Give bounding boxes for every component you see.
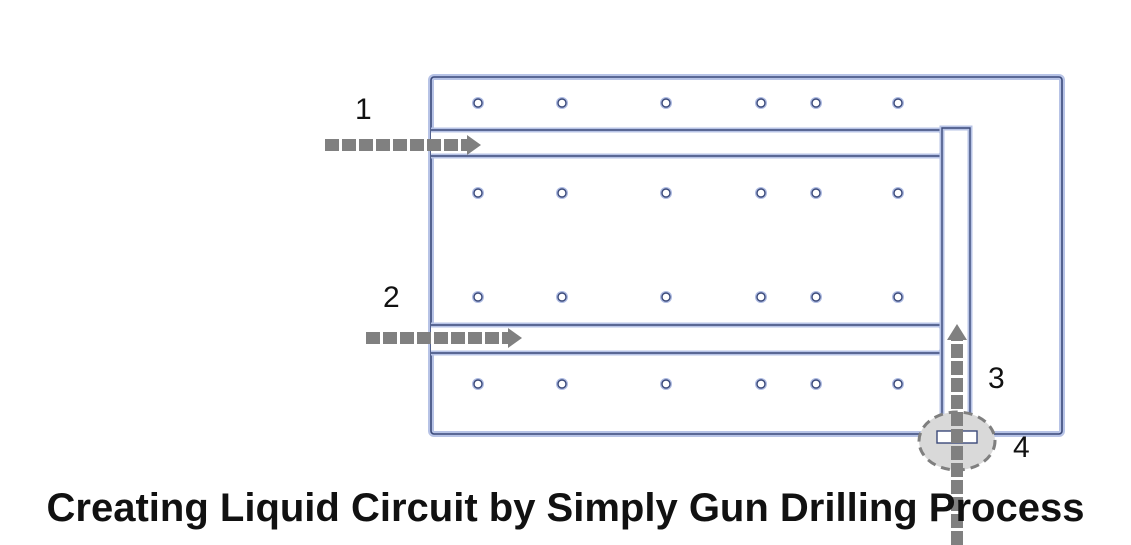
drilled-channels	[431, 125, 973, 437]
hole-row-3	[472, 291, 904, 303]
drill-arrow-1	[325, 135, 481, 155]
channel-1	[431, 127, 954, 159]
hole-row-1	[472, 97, 904, 109]
label-2: 2	[383, 281, 400, 314]
bolt-holes	[472, 97, 904, 390]
drill-arrow-3	[947, 324, 967, 545]
hole-row-2	[472, 187, 904, 199]
hole-row-4	[472, 378, 904, 390]
diagram-caption: Creating Liquid Circuit by Simply Gun Dr…	[46, 486, 1085, 530]
label-4: 4	[1013, 431, 1030, 464]
plate	[428, 74, 1065, 437]
label-1: 1	[355, 93, 372, 126]
label-3: 3	[988, 362, 1005, 395]
drill-arrows	[325, 135, 967, 545]
drill-arrow-2	[366, 328, 522, 348]
